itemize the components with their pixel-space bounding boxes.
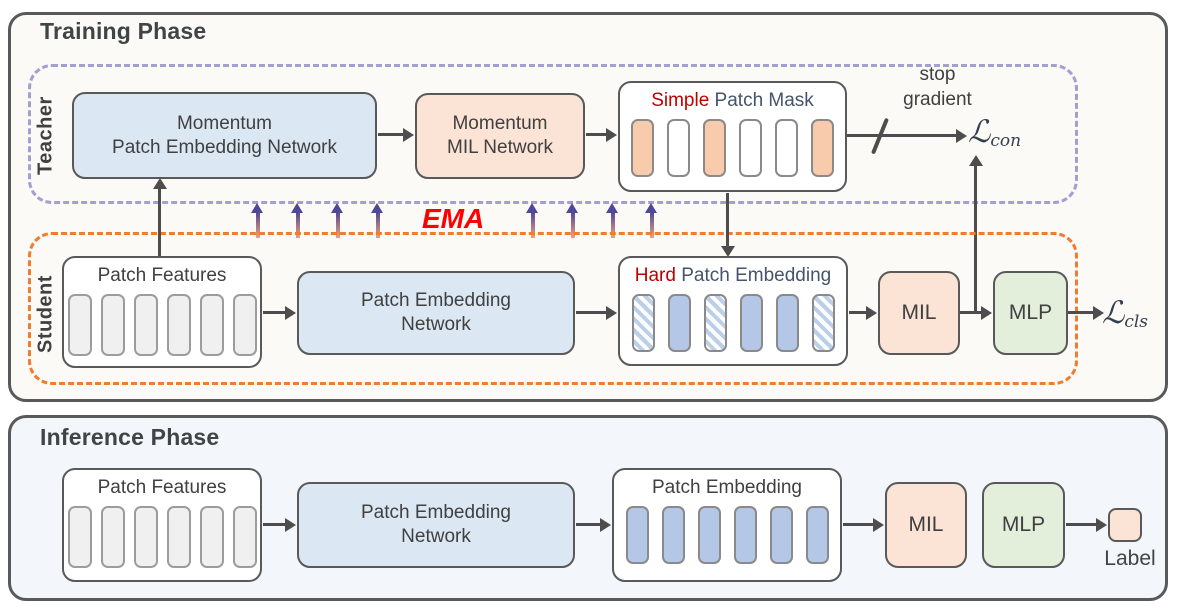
label-text: Label: [1104, 547, 1156, 570]
blue-patch: [697, 505, 721, 564]
simple-highlight: Simple: [651, 90, 710, 111]
blue-patch: [739, 293, 763, 352]
patch-features-title: Patch Features: [97, 265, 227, 286]
gray-patch: [199, 505, 224, 568]
label-output-square: [1108, 508, 1142, 542]
arrow-mpen-to-mmil: [378, 127, 414, 142]
white-patch: [667, 118, 690, 177]
gray-patch: [232, 505, 257, 568]
gray-patch: [199, 293, 224, 356]
ema-arrow-icon: [606, 203, 618, 238]
blue-patch: [661, 505, 685, 564]
blue-patch: [769, 505, 793, 564]
arrow-mlp-to-lcls: [1068, 305, 1104, 320]
momentum-mil-line2: MIL Network: [447, 137, 553, 158]
orange-patch: [631, 118, 654, 177]
ema-arrow-icon: [291, 203, 303, 238]
ema-arrow-icon: [331, 203, 343, 238]
hard-embedding-patches: [625, 293, 841, 352]
hard-highlight: Hard: [634, 265, 676, 286]
student-dashed-box: [28, 232, 1078, 385]
gray-patch: [133, 505, 158, 568]
ema-arrow-icon: [526, 203, 538, 238]
ema-arrow-icon: [371, 203, 383, 238]
gray-patch: [133, 293, 158, 356]
arrow-features-to-pen-inference: [263, 517, 296, 532]
arrow-mil-branch-to-lcon: [968, 155, 983, 312]
arrow-features-to-mpen: [152, 178, 167, 256]
hard-patch-embedding-box: Hard Patch Embedding: [618, 256, 848, 366]
loss-cls: ℒcls: [1102, 295, 1149, 333]
patch-features-patches-inference: [63, 505, 261, 568]
stop-gradient-label: stop gradient: [903, 64, 972, 110]
patch-features-box-inference: Patch Features: [62, 468, 262, 582]
momentum-pen-line2: Patch Embedding Network: [112, 136, 337, 158]
white-patch: [739, 118, 762, 177]
hatched-patch: [703, 293, 727, 352]
arrow-mask-to-lcon: [847, 128, 967, 143]
mil-box-training: MIL: [878, 271, 960, 355]
orange-patch: [703, 118, 726, 177]
hatched-patch: [811, 293, 835, 352]
teacher-dashed-box: [28, 64, 1078, 204]
arrow-pe-to-mil-inference: [843, 517, 884, 532]
patch-embedding-network-box-inference: Patch Embedding Network: [297, 482, 575, 568]
training-phase-title: Training Phase: [40, 18, 207, 44]
patch-embedding-network-box-training: Patch Embedding Network: [297, 271, 575, 355]
gray-patch: [232, 293, 257, 356]
blue-patch: [667, 293, 691, 352]
patch-embedding-patches-inference: [619, 505, 835, 564]
orange-patch: [811, 118, 834, 177]
gray-patch: [166, 505, 191, 568]
patch-embedding-box-inference: Patch Embedding: [612, 468, 842, 582]
momentum-mil-network-box: Momentum MIL Network: [415, 93, 585, 179]
gray-patch: [100, 293, 125, 356]
arrow-mmil-to-mask: [586, 127, 617, 142]
student-label: Student: [34, 275, 57, 354]
arrow-pen-to-pe-inference: [576, 517, 611, 532]
hatched-patch: [631, 293, 655, 352]
blue-patch: [625, 505, 649, 564]
ema-arrow-icon: [251, 203, 263, 238]
inference-phase-title: Inference Phase: [40, 424, 220, 450]
arrow-hpe-to-mil: [849, 305, 877, 320]
momentum-patch-embedding-network-box: Momentum Patch Embedding Network: [72, 92, 377, 179]
gray-patch: [166, 293, 191, 356]
blue-patch: [775, 293, 799, 352]
arrow-pen-to-hpe: [576, 305, 617, 320]
loss-con: ℒcon: [968, 114, 1022, 152]
momentum-mil-line1: Momentum: [452, 113, 548, 135]
patch-mask-text: Patch Mask: [709, 90, 814, 111]
mlp-box-inference: MLP: [982, 482, 1065, 568]
patch-features-box-training: Patch Features: [62, 256, 262, 368]
arrow-mask-to-hpe: [720, 193, 735, 257]
simple-mask-patches: [625, 118, 841, 177]
mlp-box-training: MLP: [993, 271, 1068, 355]
teacher-label: Teacher: [34, 96, 57, 176]
gray-patch: [100, 505, 125, 568]
gray-patch: [67, 293, 92, 356]
simple-patch-mask-title: Simple Patch Mask: [651, 89, 814, 113]
blue-patch: [733, 505, 757, 564]
mil-box-inference: MIL: [885, 482, 967, 568]
ema-label: EMA: [422, 203, 485, 234]
momentum-pen-line1: Momentum: [176, 112, 273, 134]
patch-embedding-text: Patch Embedding: [675, 265, 832, 286]
white-patch: [775, 118, 798, 177]
arrow-mil-to-mlp: [960, 305, 992, 320]
blue-patch: [805, 505, 829, 564]
patch-features-patches: [63, 293, 261, 356]
gray-patch: [67, 505, 92, 568]
simple-patch-mask-box: Simple Patch Mask: [618, 81, 847, 192]
ema-arrow-icon: [645, 203, 657, 238]
ema-arrow-icon: [566, 203, 578, 238]
arrow-features-to-pen: [263, 305, 296, 320]
arrow-mlp-to-label: [1066, 517, 1107, 532]
hard-patch-embedding-title: Hard Patch Embedding: [635, 264, 831, 288]
